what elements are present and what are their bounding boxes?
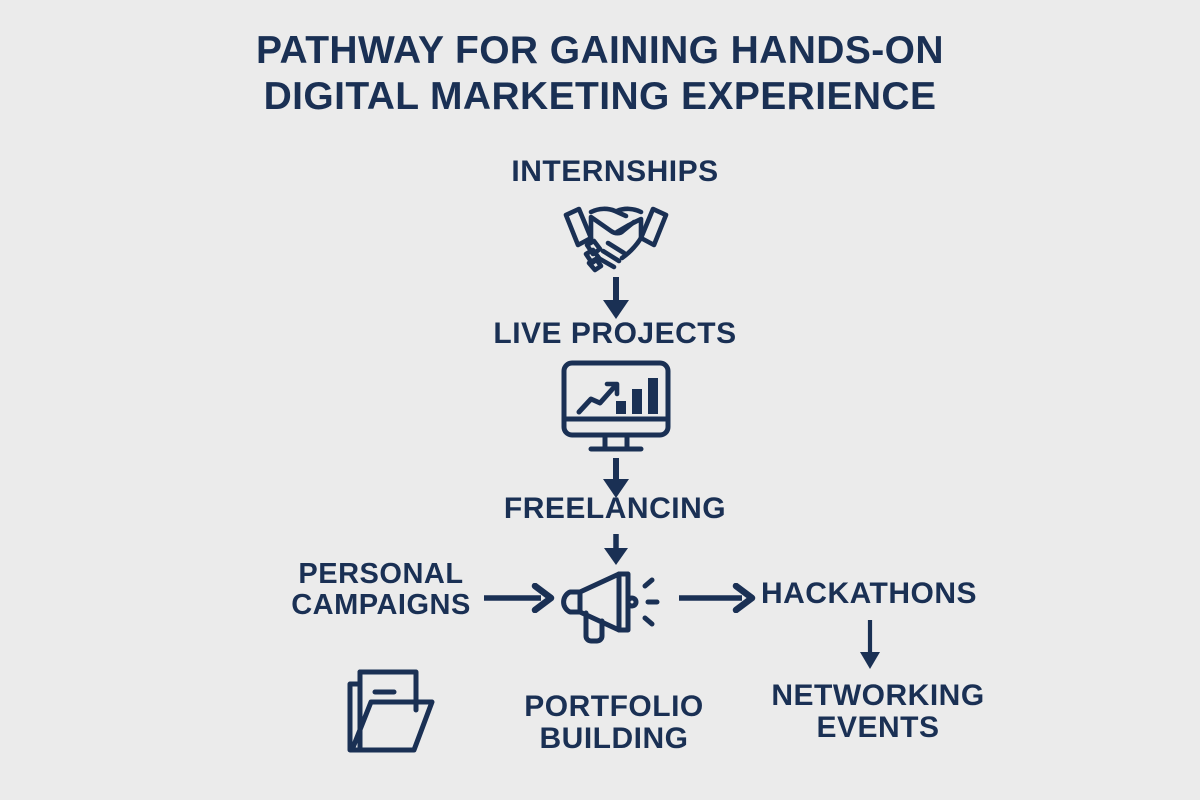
node-label-networking-events: NETWORKING EVENTS bbox=[771, 679, 985, 744]
node-label-portfolio-building: PORTFOLIO BUILDING bbox=[524, 690, 704, 755]
arrow-hackathons-to-networking-events bbox=[853, 619, 887, 671]
arrow-personal-campaigns-to-freelancing bbox=[483, 582, 555, 614]
arrow-freelancing-to-megaphone bbox=[599, 533, 633, 567]
megaphone-icon bbox=[556, 558, 676, 648]
arrow-live-projects-to-freelancing bbox=[599, 456, 633, 500]
node-label-internships: INTERNSHIPS bbox=[511, 155, 719, 188]
page-title: PATHWAY FOR GAINING HANDS-ON DIGITAL MAR… bbox=[256, 29, 944, 119]
node-label-personal-campaigns: PERSONAL CAMPAIGNS bbox=[291, 558, 471, 621]
monitor-chart-icon bbox=[558, 358, 674, 458]
handshake-icon bbox=[556, 193, 676, 275]
node-label-freelancing: FREELANCING bbox=[503, 492, 727, 525]
arrow-internships-to-live-projects bbox=[599, 275, 633, 321]
node-label-live-projects: LIVE PROJECTS bbox=[493, 317, 737, 350]
folder-icon bbox=[344, 662, 440, 760]
node-label-hackathons: HACKATHONS bbox=[760, 577, 978, 610]
arrow-freelancing-to-hackathons bbox=[678, 582, 756, 614]
